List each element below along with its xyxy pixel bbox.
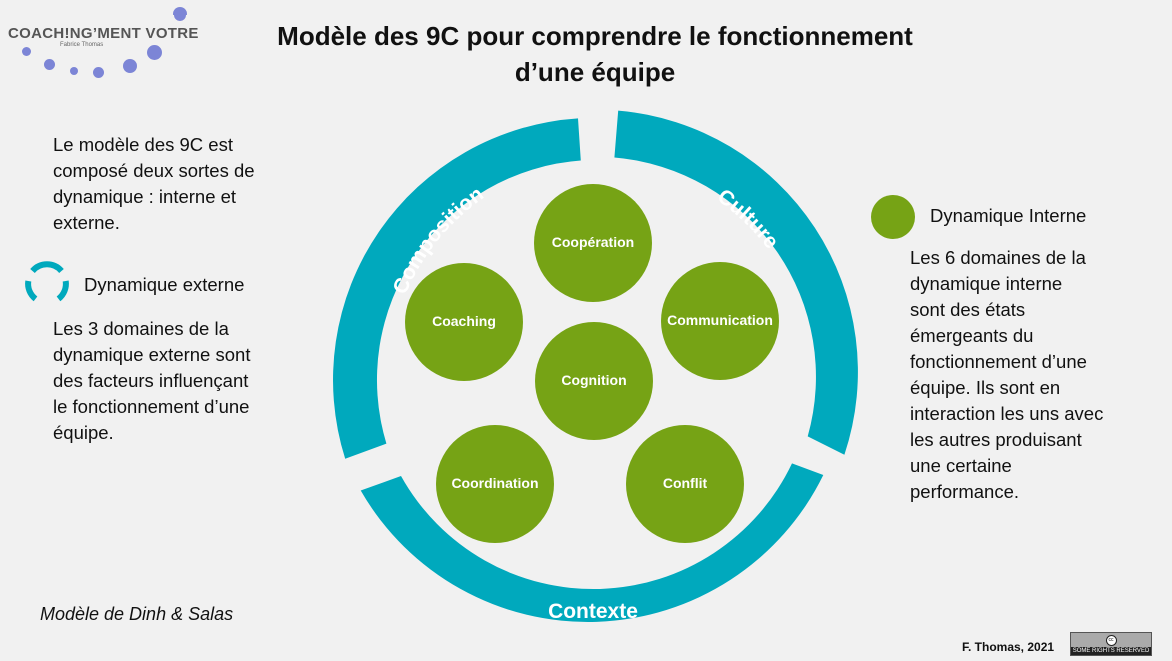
internal-line: Les 6 domaines de la xyxy=(910,247,1086,268)
cognition-label: Cognition xyxy=(561,372,626,388)
logo-dot xyxy=(93,67,104,78)
logo-dot xyxy=(70,67,78,75)
logo-dot xyxy=(22,47,31,56)
intro-line: Le modèle des 9C est xyxy=(53,134,233,155)
logo-subtitle: Fabrice Thomas xyxy=(60,42,104,48)
internal-line: émergeants du xyxy=(910,325,1034,346)
creative-commons-badge[interactable]: cc SOME RIGHTS RESERVED xyxy=(1070,632,1152,656)
external-line: dynamique externe sont xyxy=(53,344,251,365)
coordination-node: Coordination xyxy=(436,425,554,543)
title-line-1: Modèle des 9C pour comprendre le fonctio… xyxy=(277,21,913,51)
license-label: SOME RIGHTS RESERVED xyxy=(1071,647,1151,655)
contexte-arc xyxy=(360,463,824,623)
communication-label: Communication xyxy=(667,312,773,328)
coaching-node: Coaching xyxy=(405,263,523,381)
internal-line: équipe. Ils sont en xyxy=(910,377,1061,398)
intro-text: Le modèle des 9C est composé deux sortes… xyxy=(53,132,255,236)
legend-external-label: Dynamique externe xyxy=(84,274,245,295)
logo-dot xyxy=(44,59,55,70)
cc-icon: cc xyxy=(1105,635,1117,646)
logo-name: COACH!NG’MENT VOTRE xyxy=(8,25,199,42)
model-credit: Modèle de Dinh & Salas xyxy=(40,604,234,624)
internal-dynamics-dot-icon xyxy=(871,195,915,239)
external-description: Les 3 domaines de la dynamique externe s… xyxy=(53,316,250,446)
cognition-node: Cognition xyxy=(535,322,653,440)
internal-line: sont des états xyxy=(910,299,1026,320)
intro-line: externe. xyxy=(53,212,120,233)
internal-line: dynamique interne xyxy=(910,273,1063,294)
conflit-node: Conflit xyxy=(626,425,744,543)
intro-line: dynamique : interne et xyxy=(53,186,237,207)
composition-arc xyxy=(333,118,581,459)
external-dynamics-ring-icon xyxy=(25,261,69,302)
internal-line: une certaine xyxy=(910,455,1012,476)
cooperation-node: Coopération xyxy=(534,184,652,302)
coordination-label: Coordination xyxy=(451,475,538,491)
internal-line: interaction les uns avec xyxy=(910,403,1104,424)
page-title: Modèle des 9C pour comprendre le fonctio… xyxy=(250,18,940,90)
internal-description: Les 6 domaines de la dynamique interne s… xyxy=(910,245,1103,505)
external-line: des facteurs influençant xyxy=(53,370,249,391)
external-line: Les 3 domaines de la xyxy=(53,318,229,339)
logo-smile-icon xyxy=(172,7,188,23)
author-credit: F. Thomas, 2021 xyxy=(962,640,1055,654)
legend-internal-label: Dynamique Interne xyxy=(930,205,1087,226)
logo-dot xyxy=(147,45,162,60)
logo-dot xyxy=(123,59,137,73)
cooperation-label: Coopération xyxy=(552,234,634,250)
contexte-label: Contexte xyxy=(548,600,638,623)
communication-node: Communication xyxy=(661,262,779,380)
internal-line: fonctionnement d’une xyxy=(910,351,1087,372)
coaching-label: Coaching xyxy=(432,313,496,329)
internal-line: les autres produisant xyxy=(910,429,1082,450)
conflit-label: Conflit xyxy=(663,475,708,491)
title-line-2: d’une équipe xyxy=(514,57,676,87)
external-line: équipe. xyxy=(53,422,114,443)
culture-arc xyxy=(614,110,858,455)
intro-line: composé deux sortes de xyxy=(53,160,255,181)
external-line: le fonctionnement d’une xyxy=(53,396,250,417)
internal-line: performance. xyxy=(910,481,1019,502)
